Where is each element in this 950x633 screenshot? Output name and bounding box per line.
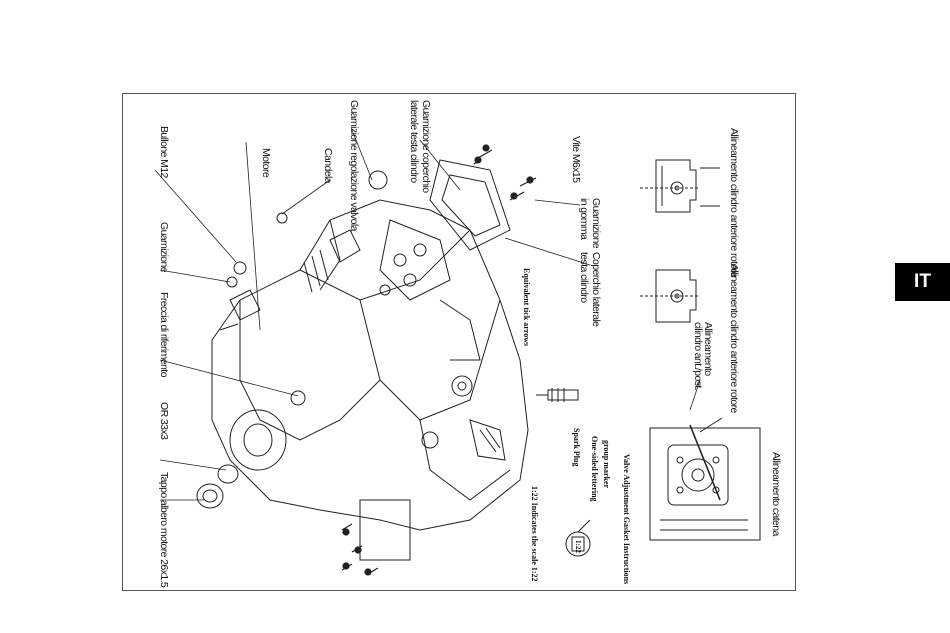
leader-lines bbox=[154, 129, 701, 501]
spark-plug-drawing bbox=[536, 388, 579, 402]
diagram-frame bbox=[122, 93, 796, 591]
crankshaft-cap-drawing bbox=[196, 483, 224, 509]
valve-gasket-drawing bbox=[368, 170, 388, 190]
chain-alignment-sketch bbox=[649, 417, 761, 541]
label-scale-mark: 1:22 bbox=[574, 540, 582, 553]
label-cover-gasket-2: laterale testa cilindro bbox=[408, 100, 420, 183]
cylinder-alignment-front-sketch bbox=[640, 159, 720, 213]
language-tab: IT bbox=[895, 263, 950, 301]
label-o-ring: OR 33x3 bbox=[158, 402, 170, 440]
o-ring-drawing bbox=[217, 464, 239, 484]
label-front-cylinder-alignment: Allineamento cilindro anteriore rotore bbox=[728, 128, 740, 277]
label-group-marker: group marker bbox=[602, 440, 611, 489]
label-side-cover-1: Coperchio laterale bbox=[590, 252, 602, 327]
label-equivalent-tick: Equivalent tick arrows bbox=[522, 268, 531, 347]
label-rubber-gasket-2: in gomma bbox=[578, 198, 590, 240]
label-chain-alignment: Allineamento catena bbox=[770, 452, 782, 536]
label-spark-plug: Candela bbox=[322, 148, 334, 183]
label-bolt: Bullone M12 bbox=[158, 126, 170, 178]
label-gasket: Guarnizione bbox=[158, 222, 170, 273]
bolts-bottom bbox=[341, 523, 379, 576]
label-screw: Vite M6x15 bbox=[570, 136, 582, 183]
cylinder-alignment-rear-sketch bbox=[640, 269, 700, 323]
label-cover-gasket-1: Guarnizione coperchio bbox=[420, 100, 432, 193]
bolts-top bbox=[473, 144, 537, 201]
label-rear-cylinder-alignment: Allineamento cilindro anteriore rotore bbox=[728, 264, 740, 413]
label-scale-note: 1:22 Indicates the scale 1:22 bbox=[530, 486, 539, 582]
label-one-sided: One-sided lettering bbox=[590, 436, 599, 502]
label-crankshaft-cap: Tappo albero motore 26x1.5 bbox=[158, 472, 170, 588]
bolt-m12-drawing bbox=[233, 261, 247, 275]
label-rubber-gasket-1: Guarnizione bbox=[590, 198, 602, 249]
label-valve-adjustment: Valve Adjustment Gasket Instructions bbox=[622, 454, 631, 585]
side-cover-drawing bbox=[429, 159, 511, 251]
label-reference-arrow: Freccia di riferimento bbox=[158, 292, 170, 377]
engine-body-drawing bbox=[211, 199, 529, 561]
gasket-drawing bbox=[226, 276, 238, 288]
spark-plug-cap-drawing bbox=[276, 212, 288, 224]
label-valve-gasket: Guarnizione regolazione valvola bbox=[348, 100, 360, 231]
label-engine: Motore bbox=[260, 148, 272, 178]
label-spark-plug-en: Spark Plug bbox=[572, 428, 581, 467]
scale-marker bbox=[565, 519, 591, 557]
label-side-cover-2: testa cilindro bbox=[578, 252, 590, 303]
label-ant-post-alignment-2: cilindro ant./post. bbox=[692, 322, 704, 390]
